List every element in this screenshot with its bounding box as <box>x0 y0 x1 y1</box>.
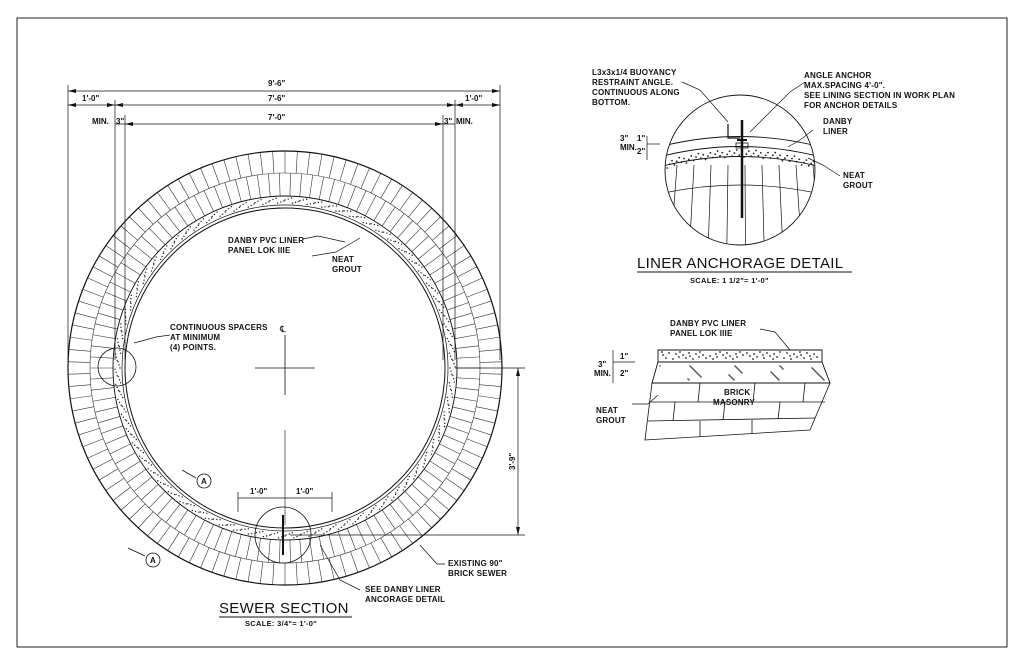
seca-dim-1: 1" <box>620 352 628 361</box>
anchorage-title: LINER ANCHORAGE DETAIL <box>637 255 843 272</box>
anchor-label-line3: SEE LINING SECTION IN WORK PLAN <box>804 91 955 100</box>
height-arrow-top <box>516 368 520 376</box>
dim-min-right: MIN. <box>456 117 473 126</box>
anchor-dim-min: MIN. <box>620 143 637 152</box>
height-arrow-bottom <box>516 527 520 535</box>
anchor-dim-2: 2" <box>637 147 645 156</box>
bottom-dimensions <box>237 492 333 512</box>
angle-label-line4: BOTTOM. <box>592 98 630 107</box>
seca-masonry-line2: MASONRY <box>713 398 755 407</box>
top-dimension-arrows <box>68 89 500 126</box>
liner-label-line1: DANBY PVC LINER <box>228 236 304 245</box>
section-arrow-1 <box>181 469 197 479</box>
anchor-liner-line2: LINER <box>823 127 848 136</box>
anchor-label-line4: FOR ANCHOR DETAILS <box>804 101 898 110</box>
grout-label-line1: NEAT <box>332 255 354 264</box>
spacers-label-line3: (4) POINTS. <box>170 343 216 352</box>
spacers-label-line2: AT MINIMUM <box>170 333 220 342</box>
sewer-leaders <box>133 235 445 591</box>
spacers-label-line1: CONTINUOUS SPACERS <box>170 323 268 332</box>
section-marker-a-2 <box>145 552 161 568</box>
anchorage-leaders <box>646 81 841 177</box>
grout-label-line2: GROUT <box>332 265 362 274</box>
masonry-bricks <box>644 382 831 441</box>
seca-masonry-line1: BRICK <box>724 388 750 397</box>
section-marker-a-1 <box>196 473 212 489</box>
dim-left-offset: 1'-0" <box>82 94 99 103</box>
angle-label-line1: L3x3x1/4 BUOYANCY <box>592 68 677 77</box>
liner-label-line2: PANEL LOK IIIE <box>228 246 291 255</box>
see-detail-line1: SEE DANBY LINER <box>365 585 441 594</box>
dim-bottom-left: 1'-0" <box>250 487 267 496</box>
see-detail-line2: ANCORAGE DETAIL <box>365 595 445 604</box>
sewer-section-drawing: ℄ 9'-6" 1'-0" 7'-6" 1'-0" MIN. 3" <box>67 79 525 628</box>
grout-layer-dots <box>659 351 825 381</box>
dim-height: 3'-9" <box>508 453 517 470</box>
angle-label-line2: RESTRAINT ANGLE. <box>592 78 673 87</box>
sewer-section-title: SEWER SECTION <box>219 600 349 617</box>
dim-mid: 7'-6" <box>268 94 285 103</box>
anchorage-circle <box>664 94 816 246</box>
liner-inner-circle <box>124 207 446 529</box>
dim-right-offset: 1'-0" <box>465 94 482 103</box>
anchor-grout-line1: NEAT <box>843 171 865 180</box>
dim-three-right: 3" <box>444 117 452 126</box>
section-arrow-2 <box>127 547 146 557</box>
anchor-dim-3: 3" <box>620 134 628 143</box>
sheet-border <box>16 17 1008 648</box>
centerline-symbol: ℄ <box>279 324 286 334</box>
spacer-callout-circle <box>97 347 137 387</box>
dim-bottom-right: 1'-0" <box>296 487 313 496</box>
dim-min-left: MIN. <box>92 117 109 126</box>
seca-grout-line2: GROUT <box>596 416 626 425</box>
existing-label-line1: EXISTING 90" <box>448 559 503 568</box>
angle-label-line3: CONTINUOUS ALONG <box>592 88 680 97</box>
section-a-detail: DANBY PVC LINER PANEL LOK IIIE 3" MIN. 1… <box>594 319 831 441</box>
liner-anchorage-detail: L3x3x1/4 BUOYANCY RESTRAINT ANGLE. CONTI… <box>592 68 955 285</box>
dim-inner: 7'-0" <box>268 113 285 122</box>
anchor-callout-circle <box>254 506 312 564</box>
seca-liner-line1: DANBY PVC LINER <box>670 319 746 328</box>
anchor-grout-line2: GROUT <box>843 181 873 190</box>
dim-overall: 9'-6" <box>268 79 285 88</box>
anchorage-scale: SCALE: 1 1/2"= 1'-0" <box>690 276 769 285</box>
anchor-label-line2: MAX.SPACING 4'-0". <box>804 81 885 90</box>
anchor-label-line1: ANGLE ANCHOR <box>804 71 871 80</box>
seca-dim-2: 2" <box>620 369 628 378</box>
existing-label-line2: BRICK SEWER <box>448 569 507 578</box>
seca-dim-3: 3" <box>598 360 606 369</box>
seca-dim-min: MIN. <box>594 369 611 378</box>
section-a-leaders <box>612 328 791 405</box>
dim-three-left: 3" <box>116 117 124 126</box>
liner-face-circle <box>121 204 449 532</box>
section-marker-a-2-label: A <box>150 556 156 565</box>
seca-liner-line2: PANEL LOK IIIE <box>670 329 733 338</box>
seca-grout-line1: NEAT <box>596 406 618 415</box>
anchor-dim-1: 1" <box>637 134 645 143</box>
section-marker-a-1-label: A <box>201 477 207 486</box>
anchor-liner-line1: DANBY <box>823 117 853 126</box>
height-dimension <box>290 367 525 536</box>
sewer-section-scale: SCALE: 3/4"= 1'-0" <box>245 619 317 628</box>
